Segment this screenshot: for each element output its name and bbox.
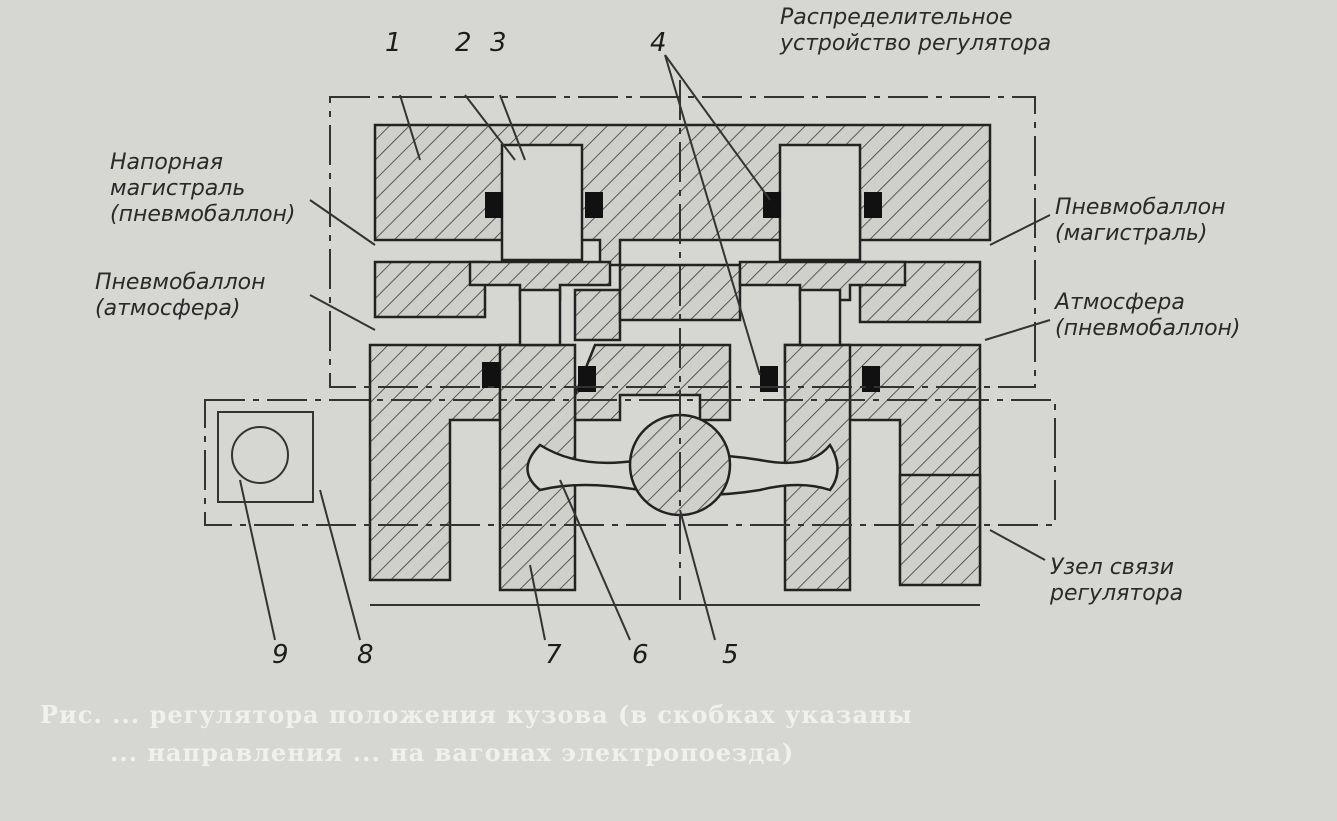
label-line: (пневмобаллон) xyxy=(110,202,296,227)
label-line: (пневмобаллон) xyxy=(1055,316,1241,341)
right-outer xyxy=(898,473,982,587)
callout-3: 3 xyxy=(490,28,507,58)
upper-body xyxy=(373,123,992,267)
callout-8: 8 xyxy=(357,640,374,670)
callout-5: 5 xyxy=(722,640,739,670)
right-stem xyxy=(798,288,842,347)
label-line: Пневмобаллон xyxy=(1055,195,1226,220)
label-line: магистраль xyxy=(110,176,246,201)
bracket-9 xyxy=(217,411,314,503)
callout-4: 4 xyxy=(650,28,667,58)
air-spring-left-label: Пневмобаллон (атмосфера) xyxy=(95,270,266,322)
left-seat-right xyxy=(573,288,622,342)
bolt-9 xyxy=(231,426,289,484)
label-line: Атмосфера xyxy=(1055,290,1185,315)
callout-9: 9 xyxy=(272,640,289,670)
left-seat-block xyxy=(373,260,487,319)
atmosphere-label: Атмосфера (пневмобаллон) xyxy=(1055,290,1241,342)
right-seat xyxy=(738,260,907,302)
link-unit-label: Узел связи регулятора xyxy=(1050,555,1183,607)
distributor-label: Распределительное устройство регулятора xyxy=(780,5,1051,57)
callout-6: 6 xyxy=(632,640,649,670)
label-line: Распределительное xyxy=(780,5,1013,30)
label-line: Узел связи xyxy=(1050,555,1174,580)
left-valve xyxy=(500,143,584,262)
caption-line-2: ... направления ... на вагонах электропо… xyxy=(110,738,795,767)
label-line: регулятора xyxy=(1050,581,1184,606)
lower-mid-body xyxy=(573,343,732,422)
label-line: (атмосфера) xyxy=(95,296,241,321)
callout-2: 2 xyxy=(455,28,472,58)
right-valve xyxy=(778,143,862,262)
label-line: Пневмобаллон xyxy=(95,270,266,295)
link-unit-outline xyxy=(204,399,1056,526)
label-line: устройство регулятора xyxy=(780,31,1052,56)
seal xyxy=(485,192,503,218)
supply-line-label: Напорная магистраль (пневмобаллон) xyxy=(110,150,296,228)
label-line: Напорная xyxy=(110,150,223,175)
left-stem xyxy=(518,288,562,347)
air-spring-right-label: Пневмобаллон (магистраль) xyxy=(1055,195,1226,247)
callout-1: 1 xyxy=(385,28,402,58)
label-line: (магистраль) xyxy=(1055,221,1208,246)
caption-line-1: Рис. ... регулятора положения кузова (в … xyxy=(40,700,913,729)
callout-7: 7 xyxy=(545,640,562,670)
